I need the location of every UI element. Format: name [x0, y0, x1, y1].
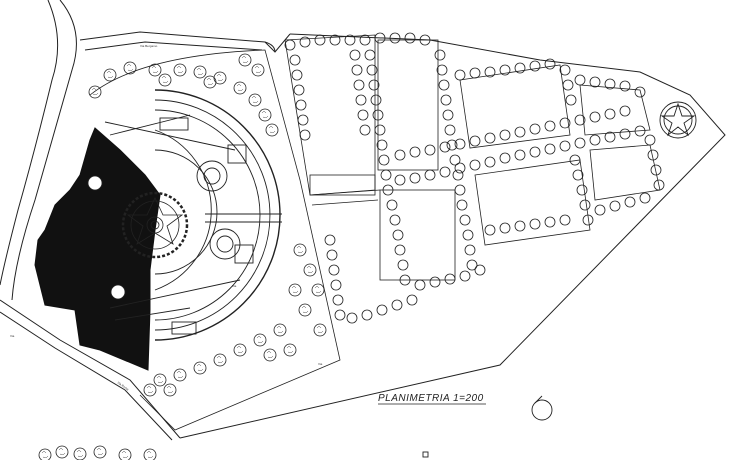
street-label-top: Via Bergamo: [140, 44, 158, 48]
roads: [0, 0, 726, 441]
north-marker: [422, 395, 553, 458]
black-building-mass: [34, 127, 161, 371]
central-rose-pavilion: [121, 191, 189, 259]
circular-complex: [104, 89, 282, 341]
street-label-mid: Via: [318, 362, 323, 366]
street-label-left: Via: [10, 334, 15, 338]
street-label-center: Via: [232, 284, 237, 288]
street-label-bottom: Via Roma: [116, 381, 129, 392]
right-garden-parterres: [284, 34, 661, 281]
garden-boundary: [89, 49, 341, 431]
drawing-title: PLANIMETRIA 1=200: [378, 393, 484, 404]
compass-star: [659, 101, 697, 139]
trees-bottom-edge: [38, 445, 157, 460]
trees-right-rows: [284, 32, 665, 324]
